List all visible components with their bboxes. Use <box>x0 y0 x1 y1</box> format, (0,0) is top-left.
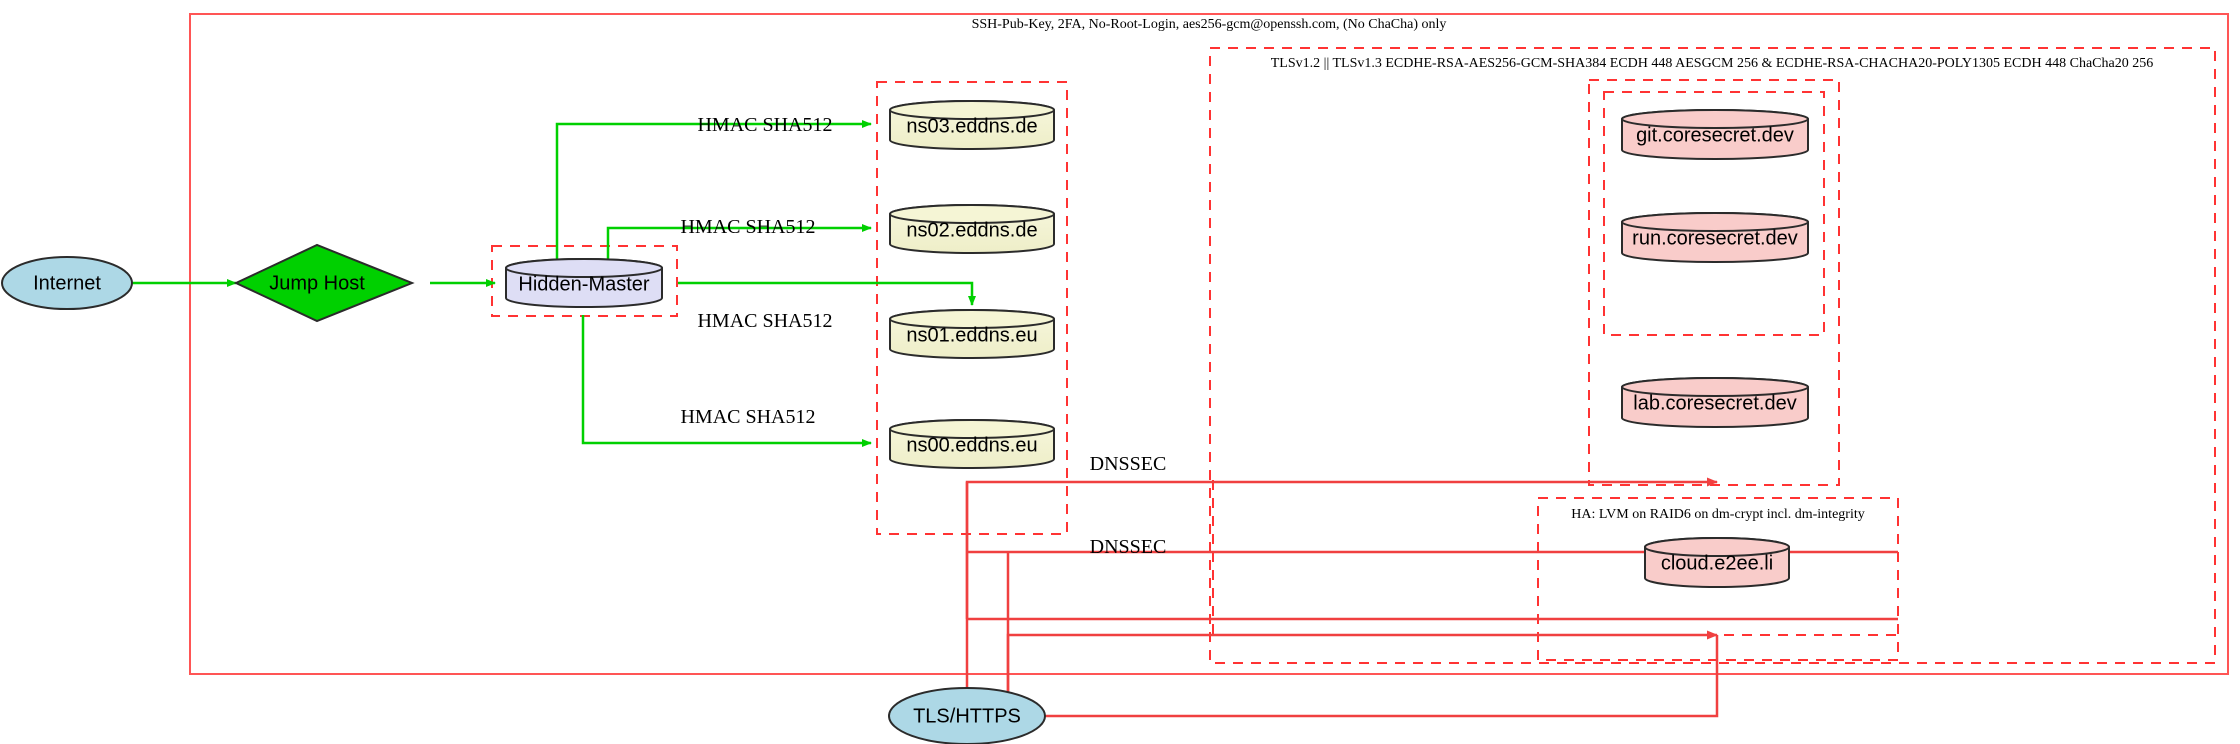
node-ns01-label: ns01.eddns.eu <box>906 324 1037 346</box>
node-lab-coresecret[interactable]: lab.coresecret.dev <box>1621 377 1809 428</box>
cluster-dns-zone <box>876 81 1068 535</box>
edge-master-to-ns00 <box>581 315 872 447</box>
edge-master-to-ns03 <box>555 120 872 268</box>
edge-label-hmac-ns00: HMAC SHA512 <box>680 406 815 428</box>
cluster-ssh-boundary <box>189 13 2229 675</box>
cluster-dnssec-guide <box>1212 480 1898 636</box>
node-hidden-master-label: Hidden-Master <box>518 273 650 295</box>
node-ns03-label: ns03.eddns.de <box>906 115 1037 137</box>
node-hidden-master[interactable]: Hidden-Master <box>505 258 663 308</box>
node-tls-https-label: TLS/HTTPS <box>913 705 1021 727</box>
edge-master-to-ns01 <box>678 281 976 306</box>
node-ns00[interactable]: ns00.eddns.eu <box>889 419 1055 469</box>
node-ns01[interactable]: ns01.eddns.eu <box>889 309 1055 359</box>
edge-tls-https-outbound <box>1043 635 1719 718</box>
cluster-tls-boundary-label: TLSv1.2 || TLSv1.3 ECDHE-RSA-AES256-GCM-… <box>1271 56 2153 71</box>
node-ns00-label: ns00.eddns.eu <box>906 434 1037 456</box>
node-ns03[interactable]: ns03.eddns.de <box>889 100 1055 150</box>
node-cloud-e2ee-label: cloud.e2ee.li <box>1661 552 1773 574</box>
node-jump-host-label: Jump Host <box>269 272 365 294</box>
cluster-coresecret-inner <box>1603 91 1825 336</box>
edge-master-to-ns02 <box>606 224 872 266</box>
node-cloud-e2ee[interactable]: cloud.e2ee.li <box>1644 537 1790 588</box>
node-internet[interactable]: Internet <box>1 256 133 310</box>
node-git-coresecret[interactable]: git.coresecret.dev <box>1621 109 1809 160</box>
node-jump-host[interactable]: Jump Host <box>233 243 415 323</box>
node-run-coresecret-label: run.coresecret.dev <box>1632 227 1798 249</box>
edge-label-dnssec-lower: DNSSEC <box>1090 536 1167 558</box>
cluster-ha-boundary-label: HA: LVM on RAID6 on dm-crypt incl. dm-in… <box>1571 507 1864 522</box>
edge-label-dnssec-upper: DNSSEC <box>1090 453 1167 475</box>
node-run-coresecret[interactable]: run.coresecret.dev <box>1621 212 1809 263</box>
edge-label-hmac-ns01: HMAC SHA512 <box>697 310 832 332</box>
edge-label-hmac-ns03: HMAC SHA512 <box>697 114 832 136</box>
node-ns02[interactable]: ns02.eddns.de <box>889 204 1055 254</box>
edge-label-hmac-ns02: HMAC SHA512 <box>680 216 815 238</box>
node-git-coresecret-label: git.coresecret.dev <box>1636 124 1794 146</box>
node-internet-label: Internet <box>33 272 101 294</box>
node-ns02-label: ns02.eddns.de <box>906 219 1037 241</box>
node-tls-https[interactable]: TLS/HTTPS <box>888 687 1046 744</box>
cluster-ssh-boundary-label: SSH-Pub-Key, 2FA, No-Root-Login, aes256-… <box>972 17 1447 32</box>
node-lab-coresecret-label: lab.coresecret.dev <box>1633 392 1796 414</box>
edge-dnssec-lower <box>1006 630 1718 700</box>
